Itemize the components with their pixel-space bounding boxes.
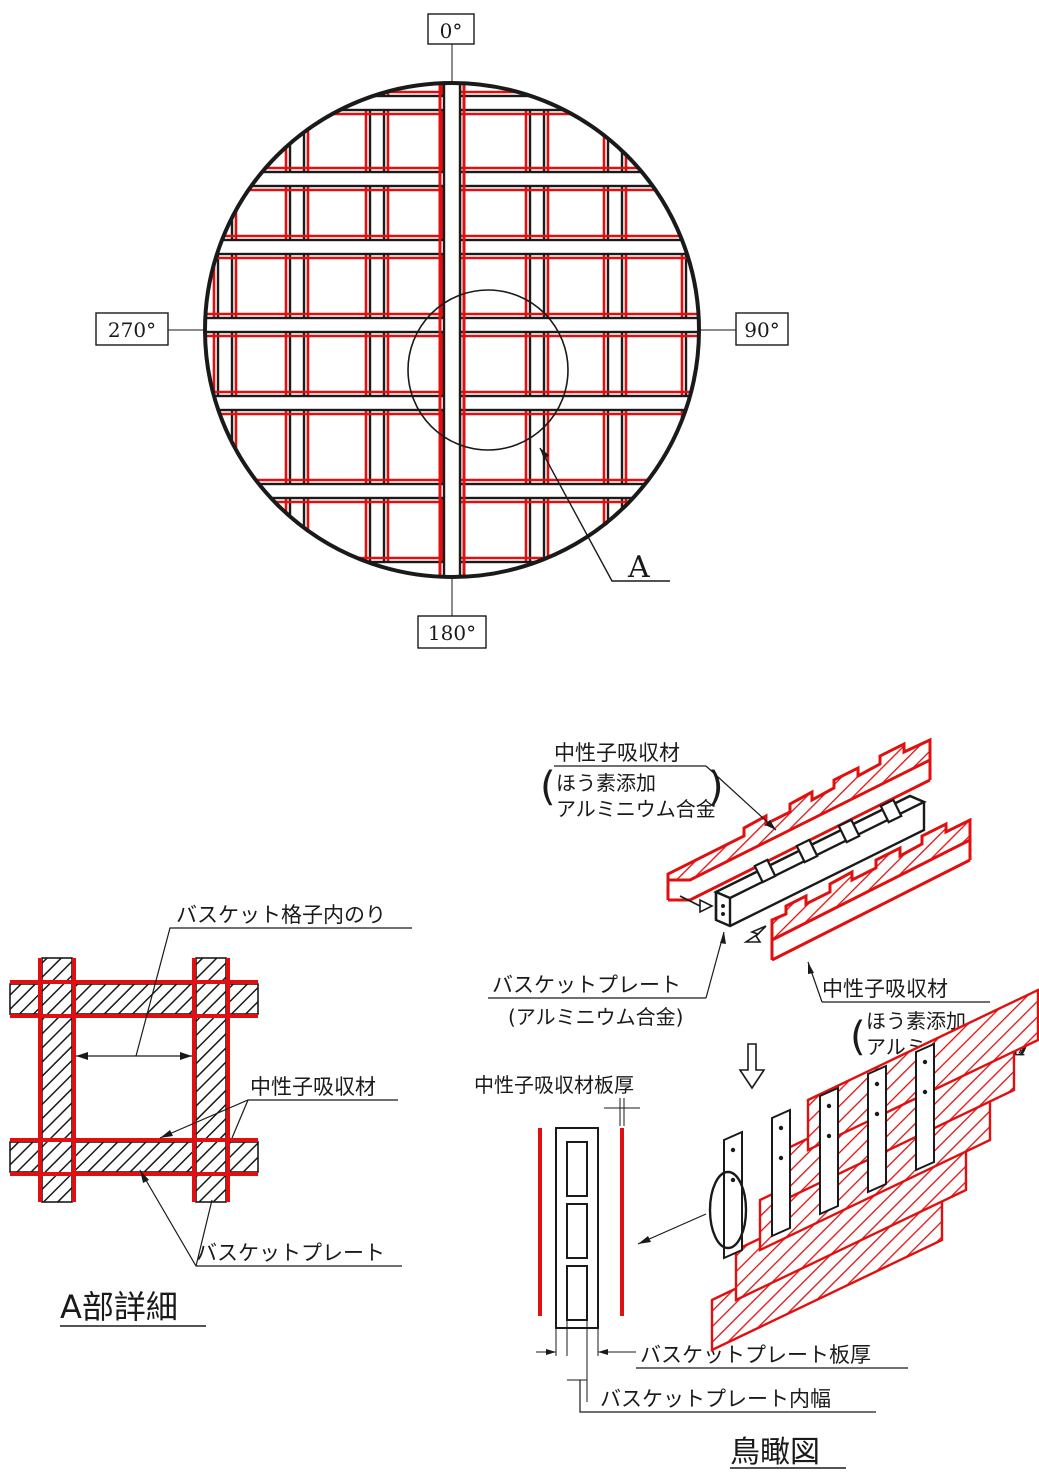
angle-label-right: 90°	[744, 318, 779, 342]
plate-name: バスケットプレート	[492, 973, 681, 997]
angle-label-top: 0°	[440, 19, 463, 43]
absorber-label: 中性子吸収材	[250, 1075, 376, 1099]
center-plate	[442, 84, 462, 576]
insert-arrow-right	[743, 925, 767, 943]
detail-absorber-lines	[10, 958, 258, 1202]
basket-grid	[206, 84, 698, 576]
detail-a-title: A部詳細	[60, 1288, 178, 1326]
absorber-plate-back	[666, 737, 932, 882]
angle-label-left: 270°	[108, 318, 156, 342]
detail-a-leader	[539, 447, 670, 582]
plate-hole	[874, 1081, 880, 1087]
angle-box-bottom	[417, 615, 487, 649]
section-callout-ellipse	[708, 1170, 748, 1250]
assembled-basket-plate	[819, 1086, 839, 1216]
inner-width-leader	[135, 927, 412, 1057]
plate-paren: (アルミニウム合金)	[508, 1005, 683, 1029]
angle-box-left	[95, 312, 169, 346]
detail-a-arrowhead	[540, 448, 549, 460]
absorber-thickness-label: 中性子吸収材板厚	[474, 1073, 634, 1097]
detail-circle-a	[407, 289, 569, 451]
absorber-top-paren-line2: アルミニウム合金	[556, 797, 716, 821]
plate-hole	[730, 1177, 736, 1183]
plate-hole	[874, 1111, 880, 1117]
plate-label: バスケットプレート	[196, 1241, 385, 1265]
inner-width-label: バスケット格子内のり	[176, 903, 386, 927]
insert-arrow-left	[679, 895, 714, 914]
assembled-basket-plate	[915, 1042, 935, 1172]
absorber-top-leader	[705, 765, 777, 831]
plate-hole	[826, 1103, 832, 1109]
vertical-plate-right	[195, 957, 227, 1203]
cask-shell	[203, 81, 701, 579]
plate-thickness-label: バスケットプレート板厚	[640, 1343, 871, 1367]
angle-box-right	[735, 312, 789, 346]
absorber-right-paren-open: (	[850, 1014, 866, 1060]
absorber-top-paren-close: )	[708, 764, 724, 810]
plate-hole	[922, 1059, 928, 1065]
assembly-down-arrow	[738, 1043, 766, 1090]
plate-slots	[753, 798, 903, 884]
absorber-right-paren-line1: ほう素添加	[866, 1009, 966, 1033]
assembled-basket-plate	[771, 1108, 791, 1238]
cross-section	[538, 1127, 624, 1329]
plan-view: A 0° 90° 180° 270°	[95, 13, 789, 649]
detail-marker-a: A	[627, 550, 650, 585]
absorber-top-paren-open: (	[540, 764, 556, 810]
plate-hole	[826, 1133, 832, 1139]
absorber-top-paren-line1: ほう素添加	[556, 771, 656, 795]
detail-a-view: バスケット格子内のり 中性子吸収材 バスケットプレート A部詳細	[9, 903, 412, 1327]
absorber-plate-front	[770, 817, 972, 943]
birdseye-title: 鳥瞰図	[730, 1435, 820, 1470]
angle-box-top	[427, 13, 475, 45]
assembled-basket-plate	[723, 1130, 743, 1260]
plate-hole	[922, 1089, 928, 1095]
absorber-top-name: 中性子吸収材	[554, 741, 680, 765]
angle-label-bottom: 180°	[428, 621, 476, 645]
assembled-basket-plate	[867, 1064, 887, 1194]
assembled-basket	[710, 988, 1039, 1352]
birdseye-view: 中性子吸収材 ( ほう素添加 アルミニウム合金 ) バスケットプレート (アルミ…	[474, 737, 1039, 1470]
plate-hole	[778, 1155, 784, 1161]
absorber-right-name: 中性子吸収材	[822, 977, 948, 1001]
vertical-plate-left	[41, 957, 73, 1203]
plate-hole	[730, 1147, 736, 1153]
plate-inner-width-label: バスケットプレート内幅	[600, 1387, 831, 1411]
plate-hole	[778, 1125, 784, 1131]
